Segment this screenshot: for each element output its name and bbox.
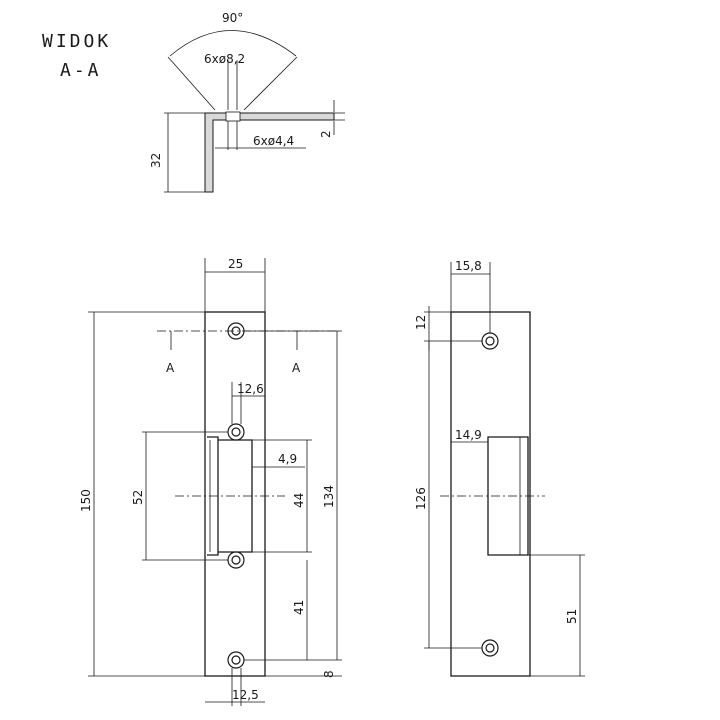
countersink-lines <box>167 56 298 111</box>
side-length-label: 126 <box>414 487 428 510</box>
front-view: A A 25 150 134 52 44 12,6 4,9 41 8 12,5 <box>79 257 342 706</box>
l-profile <box>204 112 335 193</box>
side-plate <box>450 311 531 677</box>
angle-arc <box>169 30 297 57</box>
front-hole-bottom <box>227 651 245 669</box>
opening-depth-label: 4,9 <box>278 452 297 466</box>
hole-offset-label: 12,6 <box>237 382 264 396</box>
bottom-hole-offset-label: 12,5 <box>232 688 259 702</box>
total-length-label: 150 <box>79 489 93 512</box>
side-view: 15,8 12 126 14,9 51 <box>414 259 585 677</box>
hole-span-label: 134 <box>322 485 336 508</box>
hole-label: 6xø4,4 <box>253 134 294 148</box>
front-width-label: 25 <box>228 257 243 271</box>
section-hole <box>225 111 241 122</box>
thickness-label: 2 <box>319 130 333 138</box>
side-hole-bottom <box>481 639 499 657</box>
lower-span-label: 41 <box>292 600 306 615</box>
bottom-offset-label: 8 <box>322 670 336 678</box>
side-lower-height-label: 51 <box>565 609 579 624</box>
front-plate <box>204 311 266 677</box>
countersink-label: 6xø8,2 <box>204 52 245 66</box>
side-hole-top <box>481 332 499 350</box>
cut-marker-left: A <box>166 361 175 375</box>
side-opening-width-label: 14,9 <box>455 428 482 442</box>
opening-height-label: 52 <box>131 490 145 505</box>
flange-height-label: 32 <box>149 153 163 168</box>
front-hole-lower <box>227 551 245 569</box>
side-top-offset-label: 12 <box>414 315 428 330</box>
front-hole-upper <box>227 423 245 441</box>
section-title-line2: A-A <box>60 60 102 81</box>
section-view: 90° 6xø8,2 2 6xø4,4 32 <box>149 11 345 193</box>
angle-label: 90° <box>222 11 243 25</box>
section-title-line1: WIDOK <box>42 31 111 52</box>
cut-marker-right: A <box>292 361 301 375</box>
inner-height-label: 44 <box>292 493 306 508</box>
side-width-label: 15,8 <box>455 259 482 273</box>
